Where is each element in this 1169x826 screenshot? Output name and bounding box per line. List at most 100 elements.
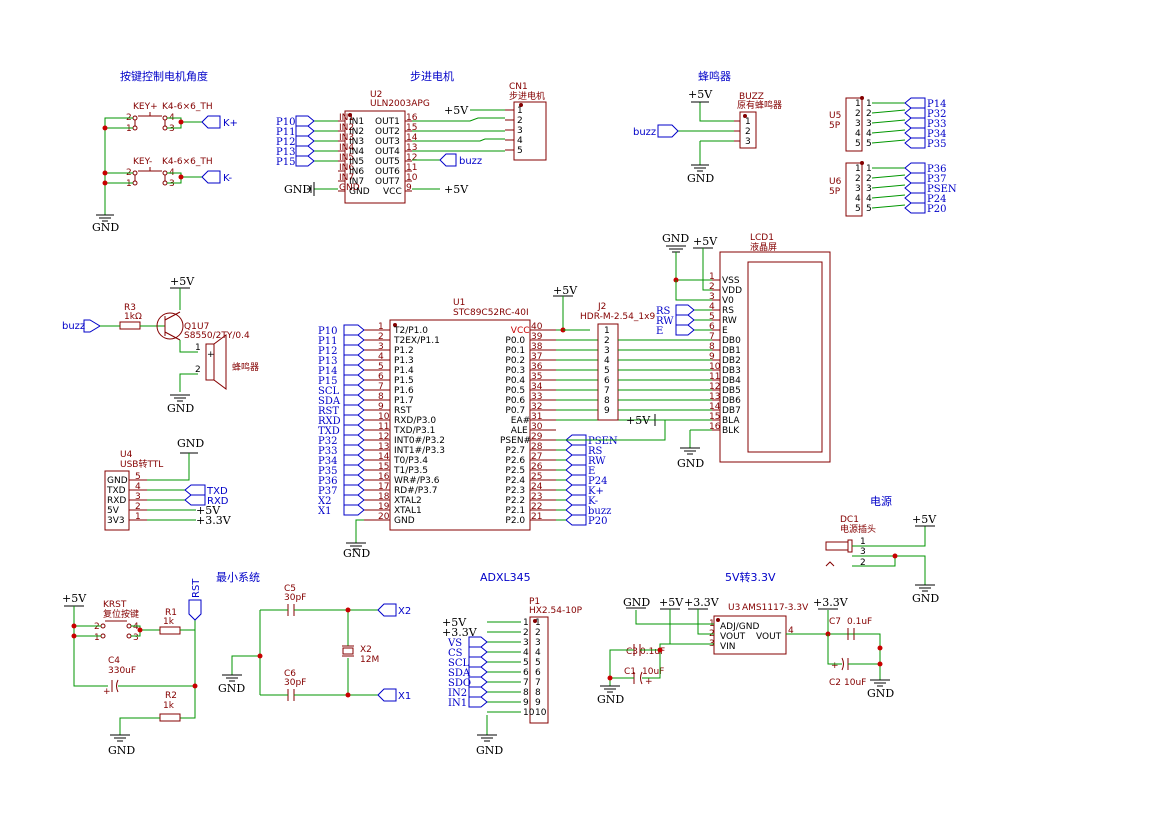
cn1-ref: CN1 xyxy=(509,82,528,92)
u1-lnet-flag xyxy=(343,414,365,426)
buzz-net-label: buzz xyxy=(633,127,656,138)
svg-text:3: 3 xyxy=(860,547,866,557)
u1-pin-num: 3 xyxy=(378,342,384,352)
u5-net-flag xyxy=(904,97,926,109)
u2-pin-num: IN5 xyxy=(339,153,354,163)
u1-pin-name: T2/P1.0 xyxy=(393,326,428,336)
u4-pin-name: TXD xyxy=(106,486,126,496)
j2-value: HDR-M-2.54_1x9 xyxy=(580,312,655,322)
x2-value: 12M xyxy=(360,655,379,665)
u6-pin: 4 xyxy=(855,194,861,204)
u5-pin-r: 3 xyxy=(866,119,872,129)
u1-pin-name: P0.2 xyxy=(505,356,525,366)
u1-pin-name: INT1#/P3.3 xyxy=(394,446,445,456)
c2-ref: C2 xyxy=(829,678,841,688)
section-title-power: 电源 xyxy=(870,494,892,508)
cn1-vcc-label: +5V xyxy=(444,104,469,117)
u6-pin-r: 4 xyxy=(866,194,872,204)
u6-net-flag xyxy=(904,202,926,214)
u1-pin-num: 26 xyxy=(531,462,543,472)
u2-pin-num: IN7 xyxy=(339,173,354,183)
lcd-pin-name: E xyxy=(722,326,728,336)
u2-buzz-net: buzz xyxy=(459,156,482,167)
u1-lnet: P13 xyxy=(318,356,337,367)
q1-ref: Q1 xyxy=(184,322,197,332)
u4-rxd-net: RXD xyxy=(207,496,229,507)
u1-pin-num: 35 xyxy=(531,372,542,382)
ms-gnd-label: GND xyxy=(108,744,135,757)
u1-pin-name: P0.1 xyxy=(505,346,525,356)
u1-pin-name: P1.2 xyxy=(394,346,414,356)
c6-value: 30pF xyxy=(284,678,306,688)
lcd-pin-num: 14 xyxy=(709,402,721,412)
u5-pin: 3 xyxy=(855,119,861,129)
q1-buzz-net: buzz xyxy=(62,321,85,332)
c4-value: 330uF xyxy=(108,666,136,676)
u1-pin-num: 29 xyxy=(531,432,543,442)
ms-gnd2-label: GND xyxy=(218,682,245,695)
j2-pin: 7 xyxy=(604,386,610,396)
u5-net: P34 xyxy=(927,129,946,140)
lcd-pin-num: 8 xyxy=(709,342,715,352)
u1-gnd-label: GND xyxy=(343,547,370,560)
key-minus-ref: KEY- xyxy=(133,157,152,167)
u2-pin-num: IN2 xyxy=(339,123,354,133)
buzz-vcc-label: +5V xyxy=(688,88,713,101)
u1-lnet: P15 xyxy=(318,376,337,387)
u2-net-flag xyxy=(295,155,315,167)
lcd-gnd2-label: GND xyxy=(677,457,704,470)
p1-pin-l: 10 xyxy=(523,708,535,718)
svg-text:1: 1 xyxy=(126,179,132,189)
u4-pin-num: 3 xyxy=(135,492,141,502)
p1-pin-l: 2 xyxy=(523,628,529,638)
key-section: KEY+ K4-6×6_TH KEY- K4-6×6_TH 21 43 21 4… xyxy=(92,102,238,234)
u6-net-flag xyxy=(904,182,926,194)
u1-pin-num: 28 xyxy=(531,442,543,452)
svg-text:2: 2 xyxy=(195,365,201,375)
u2-pin-name: IN1 xyxy=(349,117,364,127)
u2-pin-name: IN6 xyxy=(349,167,364,177)
lcd-vcc-label: +5V xyxy=(693,235,718,248)
u6-net: PSEN xyxy=(927,184,957,195)
u2-pin-num: IN1 xyxy=(339,113,354,123)
svg-text:+: + xyxy=(831,661,839,671)
u1-lnet: P33 xyxy=(318,446,337,457)
svg-text:2: 2 xyxy=(94,622,100,632)
u1-ref: U1 xyxy=(453,298,465,308)
u6-net: P20 xyxy=(927,204,946,215)
u1-pin-num: 40 xyxy=(531,322,543,332)
key-plus-switch[interactable]: 21 43 xyxy=(126,112,175,134)
key-minus-switch[interactable]: 21 43 xyxy=(126,167,175,189)
u6-pin: 3 xyxy=(855,184,861,194)
r2-ref: R2 xyxy=(165,691,177,701)
lcd-pin-num: 9 xyxy=(709,352,715,362)
u1-pin-num: 24 xyxy=(531,482,543,492)
p1-pin-l: 6 xyxy=(523,668,529,678)
svg-text:VIN: VIN xyxy=(720,642,736,652)
ms-vcc-label: +5V xyxy=(62,592,87,605)
u2-pin-name: OUT6 xyxy=(375,167,400,177)
u1-pin-num: 19 xyxy=(378,502,390,512)
u1-pin-name: XTAL2 xyxy=(394,496,422,506)
u2-net-p15: P15 xyxy=(276,157,295,168)
u2-value: ULN2003APG xyxy=(370,99,430,109)
u3-gnd2-label: GND xyxy=(597,693,624,706)
u1-rnet: K+ xyxy=(588,486,604,497)
krst-value: 复位按键 xyxy=(103,608,139,620)
u1-lnet: P36 xyxy=(318,476,337,487)
lcd-pin-num: 13 xyxy=(709,392,720,402)
u1-lnet: SCL xyxy=(318,386,340,397)
j2-pin: 4 xyxy=(604,356,610,366)
u2-pin-num: IN4 xyxy=(339,143,354,153)
p1-pin-l: 7 xyxy=(523,678,529,688)
u1-lnet: P34 xyxy=(318,456,337,467)
u2-pin-num: 15 xyxy=(406,123,417,133)
u2-net-flag xyxy=(295,115,315,127)
lcd-pin-name: BLK xyxy=(722,426,740,436)
u1-lnet: RST xyxy=(318,406,339,417)
u1-pin-name: RD#/P3.7 xyxy=(394,486,438,496)
